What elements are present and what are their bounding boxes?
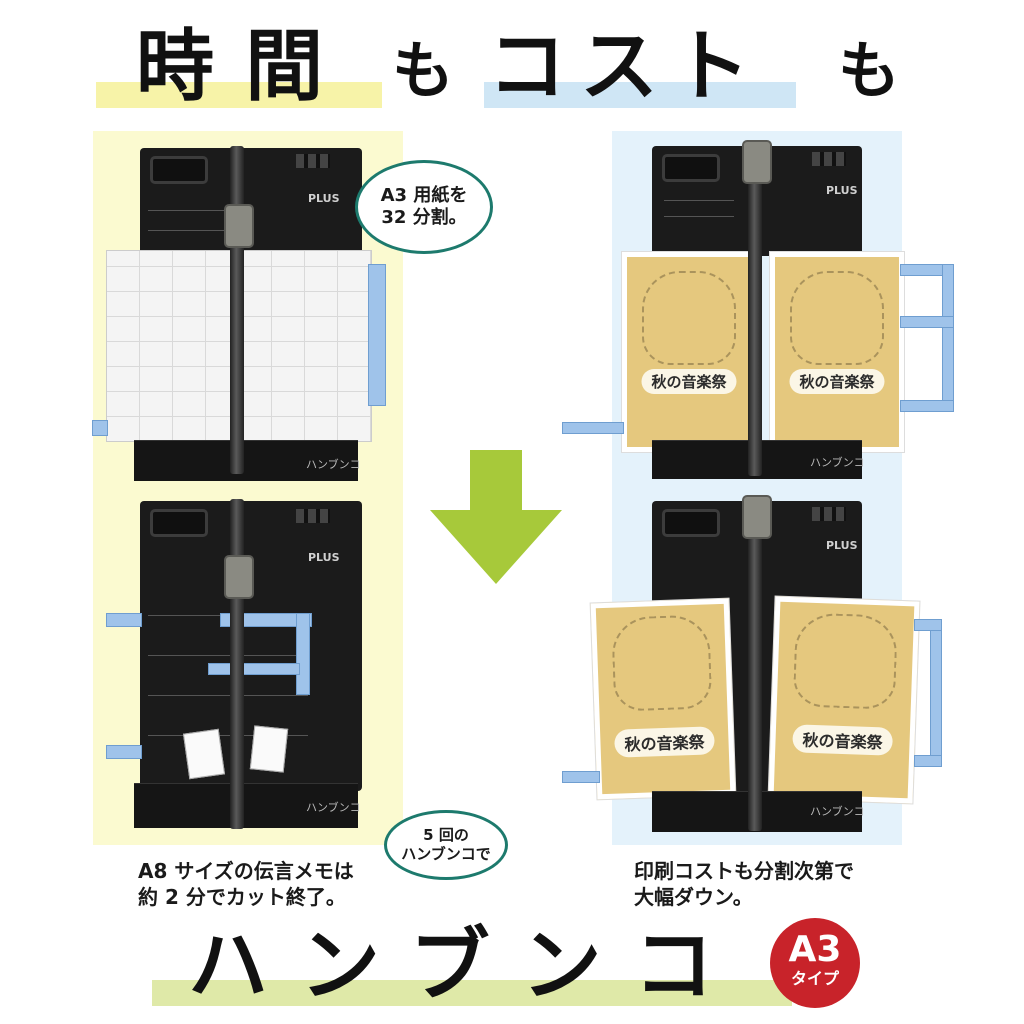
headline-highlight-left (96, 82, 382, 108)
cutter-side-grip (368, 264, 386, 406)
cutter-side-grip (296, 613, 310, 695)
cutter-guide-line (148, 735, 308, 736)
cutter-left-top: PLUS ハンブンコ (92, 140, 400, 485)
product-name: ハンブンコ (188, 919, 746, 1012)
cutter-side-grip (562, 771, 600, 783)
cutter-base (134, 783, 358, 828)
a3-type-badge: A3 タイプ (770, 918, 860, 1008)
left-caption: A8 サイズの伝言メモは 約 2 分でカット終了。 (138, 859, 354, 909)
cutter-blade-head (224, 204, 254, 248)
poster-title: 秋の音楽祭 (641, 369, 737, 394)
cutter-rail (230, 499, 244, 829)
headline-highlight-right (484, 82, 796, 108)
cutter-brand-logo: PLUS (308, 551, 340, 564)
memo-card (249, 725, 289, 773)
cutter-side-grip (562, 422, 624, 434)
poster-illustration (789, 271, 885, 365)
poster-title: 秋の音楽祭 (792, 724, 894, 756)
poster-sheet-left: 秋の音楽祭 (622, 252, 756, 452)
down-arrow-icon (430, 450, 562, 584)
badge-sub: タイプ (790, 969, 839, 988)
cutter-knobs (812, 507, 846, 521)
cutter-guide-line (664, 200, 734, 201)
cutter-rail (230, 146, 244, 474)
speech-bubble-5times-text: 5 回の ハンブンコで (401, 826, 491, 863)
badge-main: A3 (788, 929, 842, 970)
memo-card (182, 728, 226, 780)
cutter-blade-head (742, 140, 772, 184)
cutter-rail (748, 499, 762, 831)
cutter-knobs (296, 509, 330, 523)
headline-cost: コスト (488, 22, 765, 112)
cutter-handle (150, 509, 208, 537)
cutter-guide-line (148, 230, 228, 231)
poster-sheet-right: 秋の音楽祭 (770, 252, 904, 452)
headline-mo-2: も (838, 34, 901, 107)
cutter-body (140, 501, 362, 791)
cutter-side-grip (92, 420, 108, 436)
cutter-side-grip (208, 663, 300, 675)
poster-a4-right: 秋の音楽祭 (768, 596, 920, 804)
cutter-handle (662, 154, 720, 182)
cutter-base-label: ハンブンコ (810, 805, 865, 818)
cutter-base (134, 440, 358, 481)
cutter-left-bottom: PLUS ハンブンコ (100, 495, 400, 840)
speech-bubble-a3-text: A3 用紙を 32 分割。 (380, 185, 468, 228)
poster-title: 秋の音楽祭 (614, 726, 715, 758)
cutter-brand-logo: PLUS (826, 184, 858, 197)
cutter-knobs (296, 154, 330, 168)
cutter-handle (150, 156, 208, 184)
cutter-brand-logo: PLUS (308, 192, 340, 205)
footer-underline (152, 980, 792, 1006)
cutter-right-top: PLUS 秋の音楽祭 秋の音楽祭 ハンブンコ (560, 140, 960, 485)
cutter-blade-head (224, 555, 254, 599)
cutter-side-grip (914, 619, 942, 631)
cutter-handle (662, 509, 720, 537)
poster-illustration (792, 612, 898, 710)
poster-illustration (611, 614, 712, 712)
cutter-side-grip (106, 613, 142, 627)
cutter-knobs (812, 152, 846, 166)
cutter-side-grip (942, 264, 954, 412)
cutter-blade-head (742, 495, 772, 539)
cutter-side-grip (930, 619, 942, 767)
cutter-guide-line (148, 210, 228, 211)
cutter-side-grip (106, 745, 142, 759)
cutter-side-grip (914, 755, 942, 767)
right-caption: 印刷コストも分割次第で 大幅ダウン。 (634, 859, 854, 909)
cutter-side-grip (900, 400, 954, 412)
poster-illustration (641, 271, 737, 365)
cutter-base-label: ハンブンコ (810, 456, 865, 469)
cutter-guide-line (148, 655, 308, 656)
speech-bubble-a3: A3 用紙を 32 分割。 (355, 160, 493, 254)
cutter-base-label: ハンブンコ (306, 801, 361, 814)
cutter-rail (748, 144, 762, 476)
cutter-base-label: ハンブンコ (306, 458, 361, 471)
cutter-brand-logo: PLUS (826, 539, 858, 552)
cutter-guide-line (148, 695, 308, 696)
poster-a4-left: 秋の音楽祭 (590, 598, 736, 800)
speech-bubble-5times: 5 回の ハンブンコで (384, 810, 508, 880)
cutter-side-grip (900, 316, 954, 328)
cutter-right-bottom: PLUS 秋の音楽祭 秋の音楽祭 ハンブンコ (560, 495, 960, 840)
cutter-guide-line (664, 216, 734, 217)
headline-mo-1: も (392, 34, 455, 107)
poster-title: 秋の音楽祭 (789, 369, 885, 394)
headline-time: 時 間 (136, 22, 326, 112)
